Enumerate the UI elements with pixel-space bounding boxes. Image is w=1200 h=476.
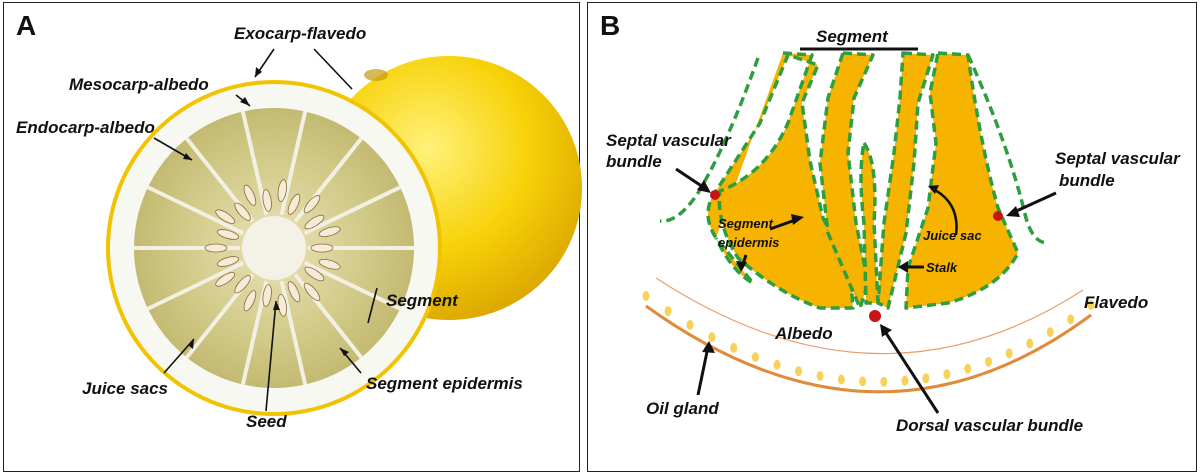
oil-gland-dot (1067, 314, 1075, 325)
oil-gland-dot (730, 342, 738, 353)
segment-membrane (279, 111, 308, 216)
oil-gland-dot (816, 371, 824, 382)
panel-b-letter: B (600, 10, 620, 41)
seed (287, 193, 301, 215)
leader-arrowheads-a (183, 67, 349, 356)
arrowheads-b (697, 180, 1020, 353)
seed (287, 281, 301, 303)
central-core (242, 216, 306, 280)
panel-a-canvas: A Exocarp-flavedo Mesocarp-albedo Endoca… (16, 10, 582, 431)
segment-membrane (240, 111, 269, 216)
seed (243, 184, 257, 206)
oil-gland-dot (795, 366, 803, 377)
segment-left-outer (706, 51, 855, 310)
segment-membrane (146, 185, 245, 236)
oil-gland-dot (642, 291, 650, 301)
dorsal-vascular-bundle (869, 310, 881, 322)
oil-gland-dot (1005, 348, 1013, 359)
panel-b: B Segment Septal vascular bundle (587, 2, 1197, 472)
seed (277, 294, 287, 317)
label-oil-gland: Oil gland (646, 399, 719, 418)
seed (277, 179, 287, 202)
segment-inner-right (876, 51, 935, 310)
juice-sac-arrow (932, 187, 958, 236)
label-albedo: Albedo (774, 324, 833, 343)
oil-gland-dot (773, 359, 781, 370)
panel-a-letter: A (16, 10, 36, 41)
segment-membrane (240, 280, 269, 385)
label-segment: Segment (386, 291, 459, 310)
label-endocarp-albedo: Endocarp-albedo (16, 118, 155, 137)
segment-membrane (303, 260, 402, 311)
oil-gland-dot (837, 374, 845, 385)
label-dorsal-vascular-bundle: Dorsal vascular bundle (896, 416, 1083, 435)
fruit-stem-end (364, 69, 388, 81)
oil-gland-dot (984, 356, 992, 367)
seed (318, 259, 341, 270)
label-exocarp-flavedo: Exocarp-flavedo (234, 24, 366, 43)
label-segment-epidermis: Segment epidermis (366, 374, 523, 393)
seed (304, 214, 325, 230)
oil-gland-dot (964, 363, 972, 374)
seed (304, 266, 325, 282)
septal-membranes (659, 54, 1049, 245)
oil-gland-dot (751, 352, 759, 363)
label-juice-sac: Juice sac (923, 228, 982, 243)
label-septal-right-1: Septal vascular (1055, 149, 1181, 168)
segment-membrane (303, 185, 402, 236)
label-segment-epidermis-1: Segment (718, 216, 774, 231)
label-stalk: Stalk (926, 260, 958, 275)
label-mesocarp-albedo: Mesocarp-albedo (69, 75, 209, 94)
segment-membrane (279, 280, 308, 385)
seed (310, 243, 334, 253)
seed (216, 229, 239, 240)
oil-gland-dot (859, 376, 867, 387)
oil-gland-dot (1087, 300, 1095, 310)
label-septal-left-2: bundle (606, 152, 662, 171)
oil-gland-dot (1026, 338, 1034, 349)
juice-sac-arrowhead (928, 185, 939, 194)
seed (262, 284, 272, 307)
oil-gland-dot (664, 306, 672, 317)
panel-a: A Exocarp-flavedo Mesocarp-albedo Endoca… (3, 2, 582, 472)
septal-vascular-bundle-left (710, 190, 720, 200)
segment-inner-left (818, 51, 875, 310)
seed (216, 256, 239, 267)
label-flavedo: Flavedo (1084, 293, 1148, 312)
label-seed: Seed (246, 412, 287, 431)
panel-b-canvas: B Segment Septal vascular bundle (600, 10, 1181, 435)
label-segment-epidermis-2: epidermis (718, 235, 779, 250)
segment-membrane (146, 260, 245, 311)
label-segment-b: Segment (816, 27, 889, 46)
label-septal-left-1: Septal vascular (606, 131, 732, 150)
label-juice-sacs: Juice sacs (82, 379, 168, 398)
oil-gland-dot (922, 373, 930, 384)
septal-vascular-bundle-right (993, 211, 1003, 221)
oil-glands (642, 291, 1095, 387)
oil-gland-dot (708, 332, 716, 343)
seed (234, 275, 251, 294)
label-septal-right-2: bundle (1059, 171, 1115, 190)
seed (318, 226, 341, 237)
seed (243, 290, 257, 312)
flavedo-inner-line (655, 277, 1084, 355)
seed (303, 282, 321, 301)
seed (303, 195, 321, 214)
seed (204, 243, 228, 253)
oil-gland-dot (686, 319, 694, 330)
oil-gland-dot (901, 375, 909, 386)
seed (234, 202, 251, 221)
segment-center-stalk (859, 141, 880, 305)
seed (215, 209, 236, 224)
oil-gland-dot (1046, 327, 1054, 338)
seed (215, 272, 236, 287)
oil-gland-dot (943, 369, 951, 380)
oil-gland-dot (880, 376, 888, 387)
seed (262, 189, 272, 212)
segment-right-outer (904, 51, 1020, 310)
seeds (204, 179, 341, 317)
